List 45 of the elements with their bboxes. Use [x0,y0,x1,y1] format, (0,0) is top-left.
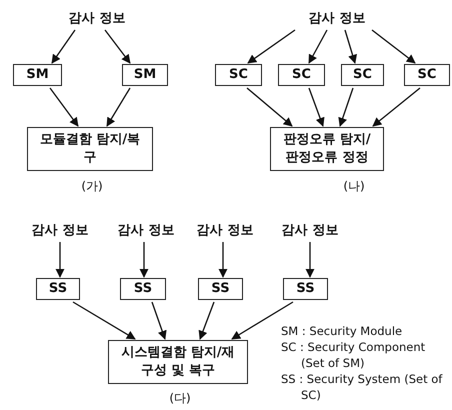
arrow [104,30,131,64]
process-box: SS [36,278,80,300]
source-text: 감사 정보 [27,222,93,240]
panel-caption: (나) [342,178,366,195]
arrow [198,302,215,340]
source-text: 감사 정보 [304,10,370,28]
arrow [305,242,315,278]
source-text: 감사 정보 [64,10,130,28]
process-box: SS [198,278,243,300]
arrow [231,301,294,340]
arrow [51,30,76,64]
process-box: 판정오류 탐지/판정오류 정정 [270,127,384,171]
process-box: SS [283,278,328,300]
arrow [246,88,293,127]
panel-caption: (가) [80,178,104,195]
arrow [344,30,357,64]
source-text: 감사 정보 [277,222,343,240]
arrow [308,88,324,127]
process-box: SC [215,64,262,86]
arrow [55,242,65,278]
process-box: SC [404,64,450,86]
process-box: SC [278,64,325,86]
arrow [106,88,131,127]
legend-entry: SS : Security System (Set of SC) [281,371,444,403]
process-box: 시스템결함 탐지/재구성 및 복구 [108,340,248,384]
arrow [49,88,79,127]
arrow [247,29,296,64]
process-box: SC [341,64,384,86]
arrow [139,242,149,278]
arrow [338,88,354,127]
panel-caption: (다) [168,390,192,407]
source-text: 감사 정보 [192,222,258,240]
arrow [372,29,416,64]
arrow [372,88,420,127]
arrow [72,301,136,340]
process-box: SM [122,64,168,86]
legend-entry: SC : Security Component (Set of SM) [281,339,426,371]
arrow [218,242,228,278]
arrow [151,302,167,340]
process-box: SM [13,64,62,86]
process-box: 모듈결함 탐지/복구 [27,127,153,171]
legend-entry: SM : Security Module [281,323,404,339]
source-text: 감사 정보 [113,222,179,240]
process-box: SS [120,278,166,300]
arrow [308,30,328,64]
